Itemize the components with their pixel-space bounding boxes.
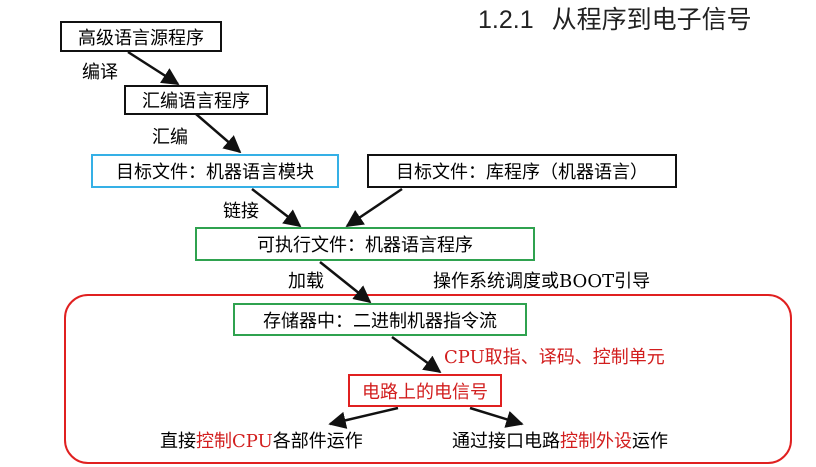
- arrow-link-library: [345, 187, 403, 228]
- arrow-link-module: [251, 188, 302, 228]
- node-assembly-program-label: 汇编语言程序: [142, 91, 250, 112]
- output-control-io-highlight: 控制外设: [560, 431, 632, 452]
- arrow-load: [319, 261, 372, 304]
- edge-label-link: 链接: [223, 201, 259, 222]
- node-memory-stream: 存储器中：二进制机器指令流: [233, 303, 527, 336]
- edge-label-compile: 编译: [82, 62, 118, 83]
- node-electric-signal: 电路上的电信号: [348, 374, 502, 407]
- edge-label-load: 加载: [288, 271, 324, 292]
- node-executable-label: 可执行文件：机器语言程序: [257, 235, 473, 256]
- section-title: 从程序到电子信号: [551, 6, 752, 34]
- output-control-io-suffix: 运作: [632, 431, 668, 452]
- output-control-io: 通过接口电路控制外设运作: [452, 427, 668, 453]
- output-control-cpu-suffix: 各部件运作: [272, 431, 363, 452]
- node-object-library: 目标文件：库程序（机器语言）: [367, 154, 677, 188]
- node-memory-stream-label: 存储器中：二进制机器指令流: [263, 310, 497, 332]
- arrow-to-io: [469, 406, 524, 428]
- edge-label-os-boot: 操作系统调度或BOOT引导: [433, 271, 651, 292]
- edge-label-assemble: 汇编: [152, 127, 188, 148]
- runtime-region: [64, 294, 792, 464]
- output-control-cpu-prefix: 直接: [160, 431, 196, 452]
- arrow-compile: [127, 50, 180, 86]
- node-object-library-label: 目标文件：库程序（机器语言）: [396, 162, 648, 183]
- page-title: 1.2.1 从程序到电子信号: [478, 0, 752, 36]
- node-executable: 可执行文件：机器语言程序: [195, 227, 535, 261]
- node-object-module-label: 目标文件：机器语言模块: [116, 162, 314, 183]
- arrow-to-cpu: [328, 406, 399, 429]
- arrow-execute: [391, 335, 442, 374]
- output-control-cpu-highlight: 控制CPU: [196, 431, 273, 452]
- arrow-assemble: [195, 113, 242, 154]
- output-control-io-prefix: 通过接口电路: [452, 431, 560, 452]
- output-control-cpu: 直接控制CPU各部件运作: [160, 427, 363, 453]
- node-electric-signal-label: 电路上的电信号: [362, 381, 488, 403]
- node-source-program-label: 高级语言源程序: [78, 27, 204, 49]
- edge-label-cpu-units: CPU取指、译码、控制单元: [444, 347, 665, 368]
- section-number: 1.2.1: [478, 6, 534, 34]
- node-source-program: 高级语言源程序: [60, 21, 222, 52]
- node-object-module: 目标文件：机器语言模块: [91, 154, 339, 188]
- node-assembly-program: 汇编语言程序: [124, 85, 268, 115]
